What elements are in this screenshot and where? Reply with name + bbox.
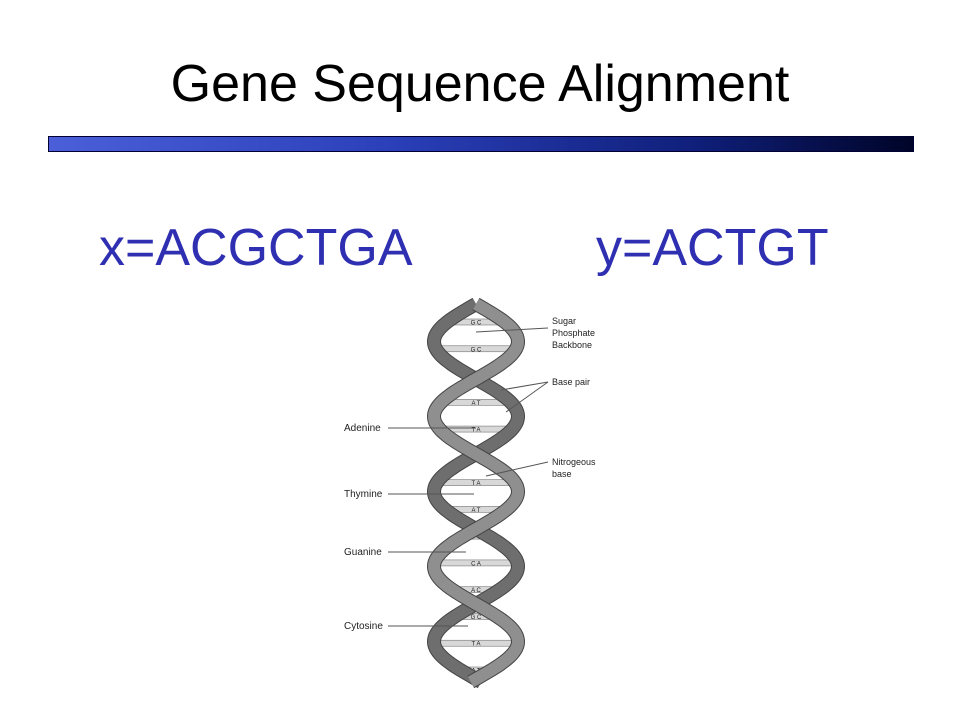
label-sugar: Sugar <box>552 316 576 326</box>
base-pair-code: A T <box>472 508 481 514</box>
helix-strand-back <box>427 298 525 688</box>
label-backbone: Backbone <box>552 340 592 350</box>
base-pair-code: T A <box>472 642 481 648</box>
base-pair-code: G C <box>471 615 482 621</box>
dna-helix-diagram: G CG CT AA TT AG CT AA TG CC AA CG CT AA… <box>344 297 596 689</box>
label-thymine: Thymine <box>344 489 383 500</box>
base-pair-code: C A <box>471 561 481 567</box>
label-nitrogeous: Nitrogeous <box>552 457 596 467</box>
base-pair-code: T A <box>472 481 481 487</box>
callout-lines <box>388 327 549 627</box>
label-adenine: Adenine <box>344 423 381 434</box>
base-pair-code: G C <box>471 321 482 327</box>
label-phosphate: Phosphate <box>552 328 595 338</box>
base-pair-code: G C <box>471 535 482 541</box>
title-underline-bar <box>48 136 914 152</box>
helix-strands <box>426 297 526 689</box>
sequence-x: x=ACGCTGA <box>99 219 413 277</box>
label-base: base <box>552 469 572 479</box>
base-pair-code: A C <box>471 588 481 594</box>
base-pair-code: G C <box>471 347 482 353</box>
label-guanine: Guanine <box>344 547 382 558</box>
label-base-pair: Base pair <box>552 377 590 387</box>
base-pair-code: T A <box>472 428 481 434</box>
helix-strand-front <box>427 298 525 688</box>
label-cytosine: Cytosine <box>344 621 383 632</box>
sequence-y: y=ACTGT <box>596 219 829 277</box>
base-pair-code: A T <box>472 401 481 407</box>
slide-title: Gene Sequence Alignment <box>170 55 790 113</box>
